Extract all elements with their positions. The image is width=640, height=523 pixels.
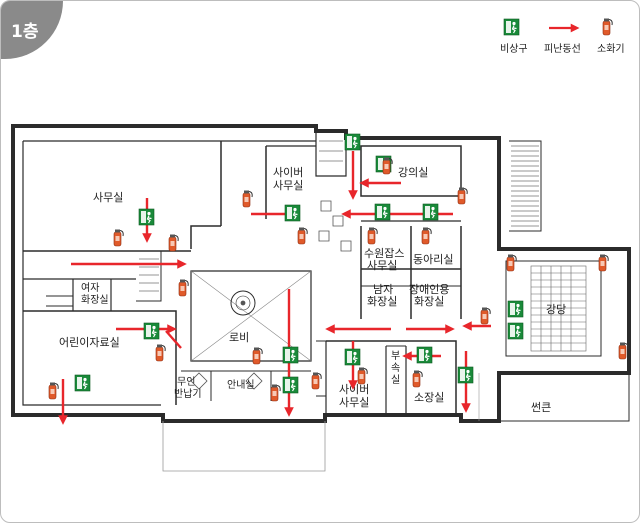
floor-label: 1층 (11, 22, 39, 42)
extinguisher-icon (178, 279, 189, 297)
room-labels: 사무실 사이버 사무실 강의실 여자 화장실 어린이자료실 로비 무인 반납기 … (59, 166, 566, 414)
exit-sign-icon (416, 346, 433, 364)
room-annex-3: 실 (391, 374, 400, 386)
room-cyber-office-top: 사이버 (273, 166, 303, 179)
exit-sign-icon (507, 300, 524, 318)
room-lecture: 강의실 (398, 166, 428, 179)
legend-exit-label: 비상구 (500, 43, 528, 55)
room-sunken: 썬큰 (531, 401, 551, 414)
extinguisher-icon (412, 370, 423, 388)
exit-sign-icon (282, 346, 299, 364)
room-disabled-restroom: 장애인용 (409, 283, 449, 296)
extinguisher-icon (421, 227, 432, 245)
legend: 비상구 피난동선 소화기 (500, 18, 625, 55)
exit-sign-icon (344, 133, 361, 151)
extinguisher-icon (113, 229, 124, 247)
room-annex-2: 속 (391, 362, 400, 374)
room-annex: 부 (391, 351, 400, 362)
room-women-restroom: 여자 (81, 282, 99, 294)
legend-route-label: 피난동선 (544, 43, 581, 55)
room-unmanned-return-2: 반납기 (174, 388, 202, 400)
exit-sign-icon (284, 204, 301, 222)
extinguisher-icon (311, 372, 322, 390)
room-auditorium: 강당 (546, 303, 566, 316)
route-arrow (165, 330, 182, 349)
room-jobs-office: 수원잡스 (364, 247, 404, 260)
building-structure (11, 124, 631, 472)
room-disabled-restroom-2: 화장실 (414, 295, 444, 308)
extinguisher-icon (270, 384, 281, 402)
exit-sign-icon (507, 322, 524, 340)
extinguisher-icon (367, 227, 378, 245)
room-women-restroom-2: 화장실 (81, 294, 109, 306)
room-children-library: 어린이자료실 (59, 336, 120, 349)
extinguisher-icon (618, 342, 629, 360)
room-unmanned-return: 무인 (177, 376, 195, 388)
extinguisher-icon (457, 187, 468, 205)
extinguisher-icon (242, 190, 253, 208)
room-director: 소장실 (414, 391, 444, 404)
extinguisher-icon (155, 344, 166, 362)
room-cyber-office-top-2: 사무실 (273, 179, 303, 192)
furniture (190, 200, 352, 390)
exit-sign-icon (422, 203, 439, 221)
room-lobby: 로비 (229, 331, 249, 344)
extinguisher-icon (168, 234, 179, 252)
extinguisher-icon (480, 307, 491, 325)
exit-sign-icon (74, 374, 91, 392)
extinguisher-icon (297, 227, 308, 245)
exit-sign-icon (138, 208, 155, 226)
floor-badge: 1층 (1, 1, 63, 59)
room-men-restroom-2: 화장실 (367, 295, 397, 308)
extinguisher-icon (598, 254, 609, 272)
legend-extinguisher-label: 소화기 (597, 43, 625, 55)
extinguisher-icon (506, 254, 517, 272)
exit-sign-icon (143, 322, 160, 340)
room-info-desk: 안내실 (227, 379, 255, 391)
extinguisher-icon (602, 18, 613, 36)
exit-sign-icon (282, 376, 299, 394)
extinguisher-icon (357, 367, 368, 385)
room-jobs-office-2: 사무실 (367, 259, 397, 272)
exit-sign-icon (344, 348, 361, 366)
room-club: 동아리실 (413, 253, 453, 266)
exit-sign-icon (374, 203, 391, 221)
extinguisher-icon (48, 382, 59, 400)
room-cyber-office-bottom-2: 사무실 (339, 396, 369, 409)
auditorium-seating (530, 265, 587, 352)
exit-sign-icon (457, 366, 474, 384)
exit-sign-icon (503, 18, 520, 36)
room-office: 사무실 (93, 191, 123, 204)
room-men-restroom: 남자 (373, 283, 393, 296)
